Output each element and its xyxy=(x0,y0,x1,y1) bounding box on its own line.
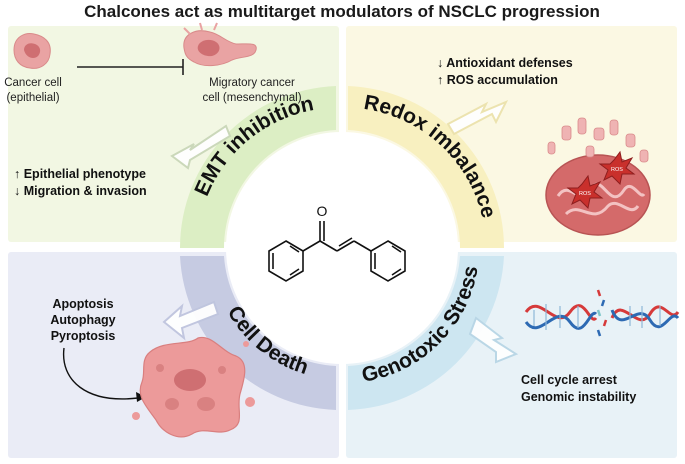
ring-sector-emt xyxy=(179,86,336,248)
genotoxic-arrow-icon xyxy=(468,316,519,364)
death-arrow-icon xyxy=(162,300,220,341)
emt-effect-1: ↑ Epithelial phenotype xyxy=(14,167,146,181)
chalcone-structure xyxy=(268,221,406,282)
death-effect-3: Pyroptosis xyxy=(51,329,116,343)
epithelial-cancer-cell-icon xyxy=(13,33,51,69)
ros-tag-1: ROS xyxy=(611,167,623,173)
redox-arrow-icon xyxy=(446,100,509,136)
genotoxic-effect-1: Cell cycle arrest xyxy=(521,373,618,387)
epithelial-cell-label-line2: (epithelial) xyxy=(6,92,59,104)
genotoxic-effect-2: Genomic instability xyxy=(521,390,636,404)
redox-effect-2: ↑ ROS accumulation xyxy=(437,73,558,87)
emt-effect-2: ↓ Migration & invasion xyxy=(14,184,147,198)
ros-burst-icon xyxy=(566,174,604,210)
emt-arrow-icon xyxy=(170,124,232,170)
dying-cell-icon xyxy=(132,336,255,438)
epithelial-cell-label-line1: Cancer cell xyxy=(4,77,62,89)
ring-sector-redox xyxy=(348,86,505,248)
mesenchymal-cancer-cell-icon xyxy=(183,22,257,67)
emt-inhibition-bar-icon xyxy=(77,59,184,75)
redox-effect-1: ↓ Antioxidant defenses xyxy=(437,56,573,70)
ring-sector-genotoxic xyxy=(348,256,504,410)
ros-tag-2: ROS xyxy=(579,191,591,197)
death-effect-1: Apoptosis xyxy=(52,297,113,311)
ring-sector-death xyxy=(180,256,336,410)
dna-double-helix-icon xyxy=(524,289,680,337)
mitochondrion-icon: ROS ROS xyxy=(545,117,651,236)
figure-title: Chalcones act as multitarget modulators … xyxy=(84,2,600,21)
death-effect-2: Autophagy xyxy=(50,313,115,327)
mesenchymal-cell-label-line1: Migratory cancer xyxy=(209,77,295,89)
ros-burst-icon xyxy=(598,150,636,186)
mesenchymal-cell-label-line2: cell (mesenchymal) xyxy=(202,92,301,104)
curved-pointer-arrow-icon xyxy=(62,347,139,400)
carbonyl-oxygen-label: O xyxy=(317,203,328,219)
